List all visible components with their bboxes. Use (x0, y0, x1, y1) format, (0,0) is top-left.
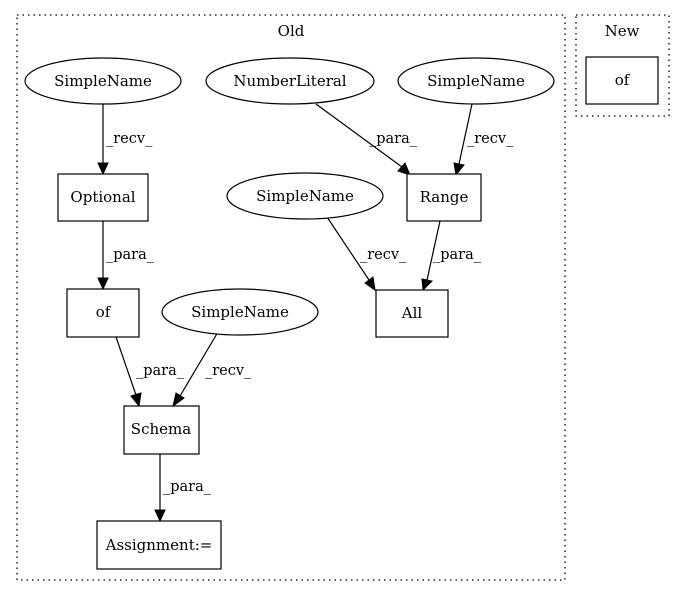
node-simplename-schema: SimpleName (161, 288, 319, 336)
nodes: SimpleName NumberLiteral SimpleName Opti… (24, 56, 659, 570)
edge-simplename-to-schema: _recv_ (172, 331, 252, 408)
node-simplename-all: SimpleName (226, 172, 384, 220)
node-label: All (401, 304, 423, 322)
node-label: SimpleName (427, 72, 525, 90)
edge-label: _recv_ (106, 131, 153, 147)
node-label: Optional (70, 188, 135, 206)
cluster-old: Old (16, 14, 566, 581)
node-label: SimpleName (256, 187, 354, 205)
node-assignment: Assignment:= (96, 520, 222, 570)
edge-numberliteral-to-range: _para_ (315, 103, 418, 176)
cluster-old-label: Old (278, 22, 305, 40)
node-label: of (615, 71, 631, 89)
edge-label: _para_ (106, 247, 155, 263)
edge-optional-to-of: _para_ (97, 221, 155, 291)
node-label: Range (420, 188, 469, 206)
edge-schema-to-assignment: _para_ (154, 454, 212, 523)
edge-of-to-schema: _para_ (115, 336, 185, 408)
node-label: SimpleName (191, 303, 289, 321)
edge-label: _para_ (163, 479, 212, 495)
cluster-new: New (575, 14, 670, 117)
node-range: Range (406, 173, 482, 222)
edge-range-to-all: _para_ (421, 220, 482, 292)
edge-label: _recv_ (205, 363, 252, 379)
node-simplename-range: SimpleName (397, 57, 555, 105)
node-label: SimpleName (54, 72, 152, 90)
node-schema: Schema (123, 405, 200, 455)
edge-label: _recv_ (467, 131, 514, 147)
node-of-old: of (66, 288, 140, 338)
node-of-new: of (585, 56, 659, 105)
edge-label: _para_ (136, 363, 185, 379)
node-label: of (96, 303, 112, 321)
edge-label: _recv_ (360, 247, 407, 263)
node-numberliteral: NumberLiteral (205, 57, 375, 105)
edge-simplename-to-optional: _recv_ (97, 104, 153, 176)
cluster-new-label: New (605, 22, 640, 40)
edge-label: _para_ (369, 131, 418, 147)
node-optional: Optional (57, 173, 149, 222)
edges: _recv_ _para_ _recv_ _para_ _recv_ _para… (97, 103, 514, 523)
node-all: All (375, 289, 449, 338)
node-label: NumberLiteral (233, 72, 346, 90)
node-label: Assignment:= (105, 536, 213, 554)
edge-label: _para_ (433, 247, 482, 263)
node-simplename-optional: SimpleName (24, 57, 182, 105)
edge-simplename-to-range: _recv_ (453, 103, 514, 177)
node-label: Schema (131, 420, 191, 438)
edge-simplename-to-all: _recv_ (326, 216, 407, 292)
